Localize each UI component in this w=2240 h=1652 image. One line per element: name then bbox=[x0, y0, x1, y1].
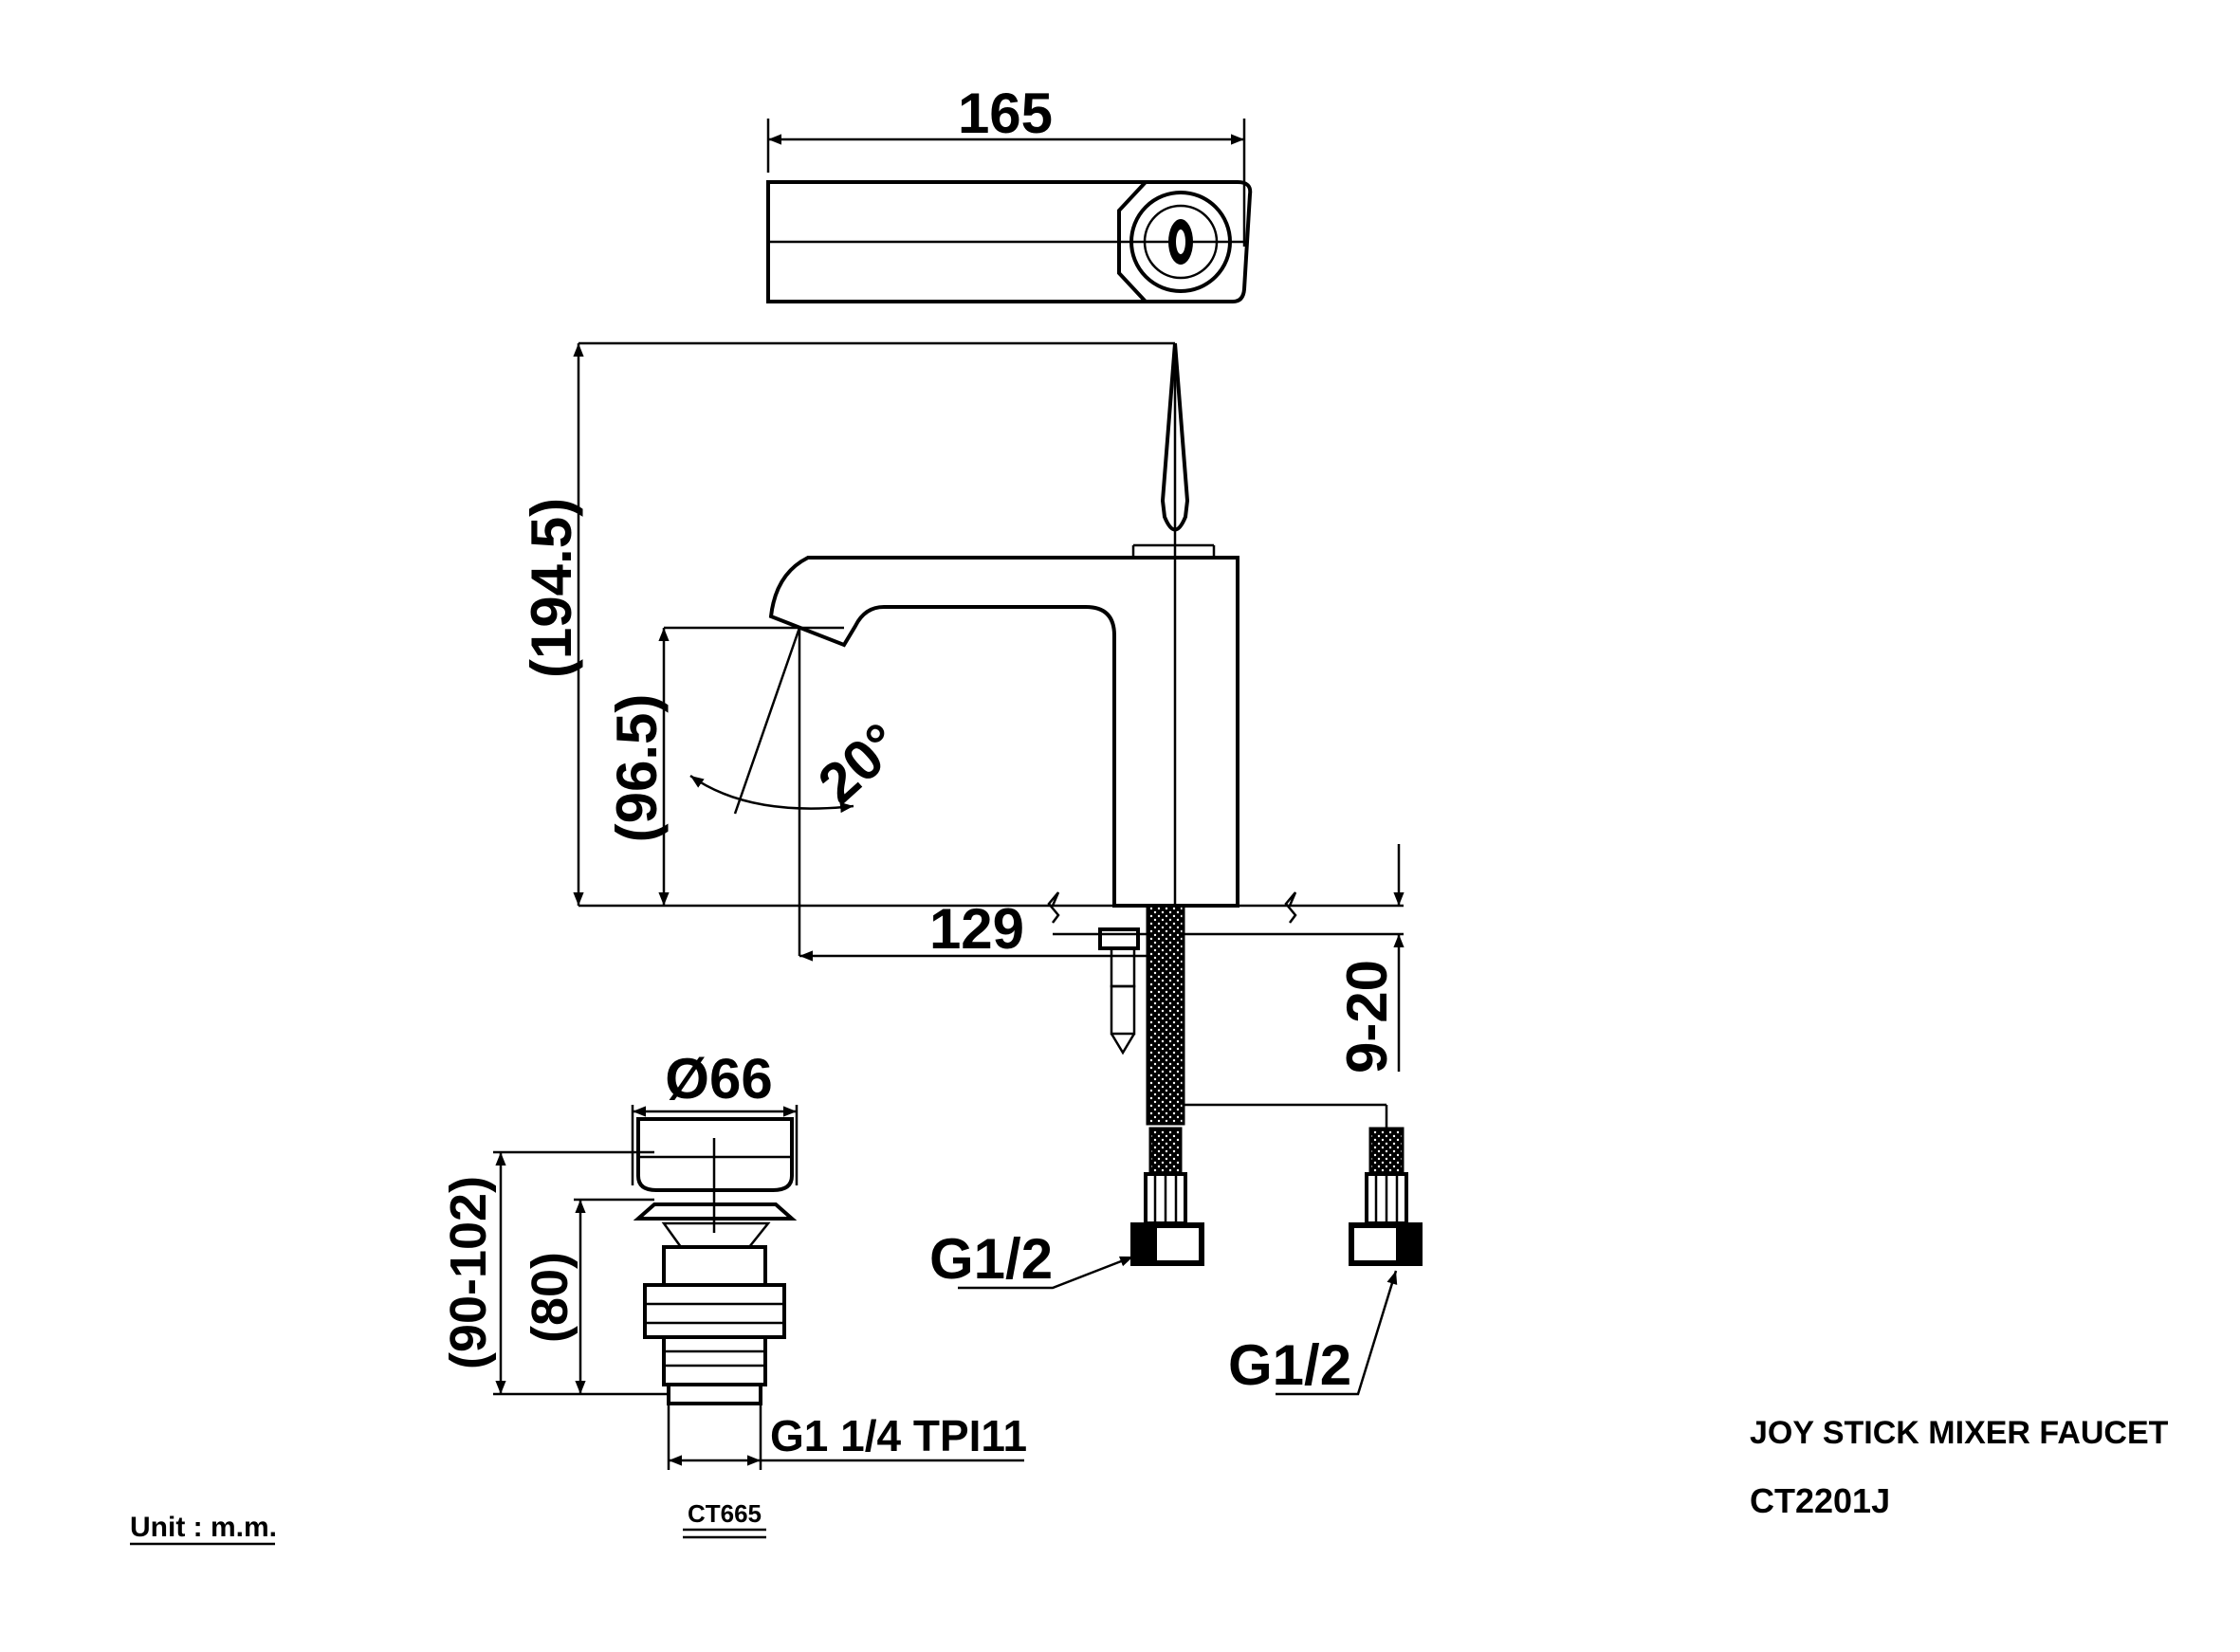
top-view bbox=[766, 119, 1253, 303]
spout-reach-label: 129 bbox=[929, 897, 1024, 961]
drain-view bbox=[493, 1105, 1024, 1539]
deck-thickness-label: 9-20 bbox=[1335, 960, 1399, 1074]
drain-thread-label: G1 1/4 TPI11 bbox=[770, 1411, 1027, 1460]
unit-note: Unit : m.m. bbox=[130, 1512, 277, 1543]
drain-model-label: CT665 bbox=[688, 1499, 762, 1528]
product-code: CT2201J bbox=[1750, 1481, 1890, 1520]
total-height-label: (194.5) bbox=[520, 498, 583, 678]
faucet-side-view bbox=[573, 341, 1423, 1396]
hose-left-label: G1/2 bbox=[929, 1227, 1053, 1291]
angle-label: 20° bbox=[806, 711, 912, 817]
drain-body-label: (80) bbox=[522, 1252, 578, 1343]
top-width-label: 165 bbox=[958, 82, 1053, 145]
product-name: JOY STICK MIXER FAUCET bbox=[1750, 1415, 2169, 1451]
drain-diameter-label: Ø66 bbox=[665, 1047, 772, 1111]
spout-height-label: (96.5) bbox=[605, 694, 669, 843]
hose-right-label: G1/2 bbox=[1228, 1333, 1351, 1397]
drain-total-label: (90-102) bbox=[440, 1176, 497, 1369]
